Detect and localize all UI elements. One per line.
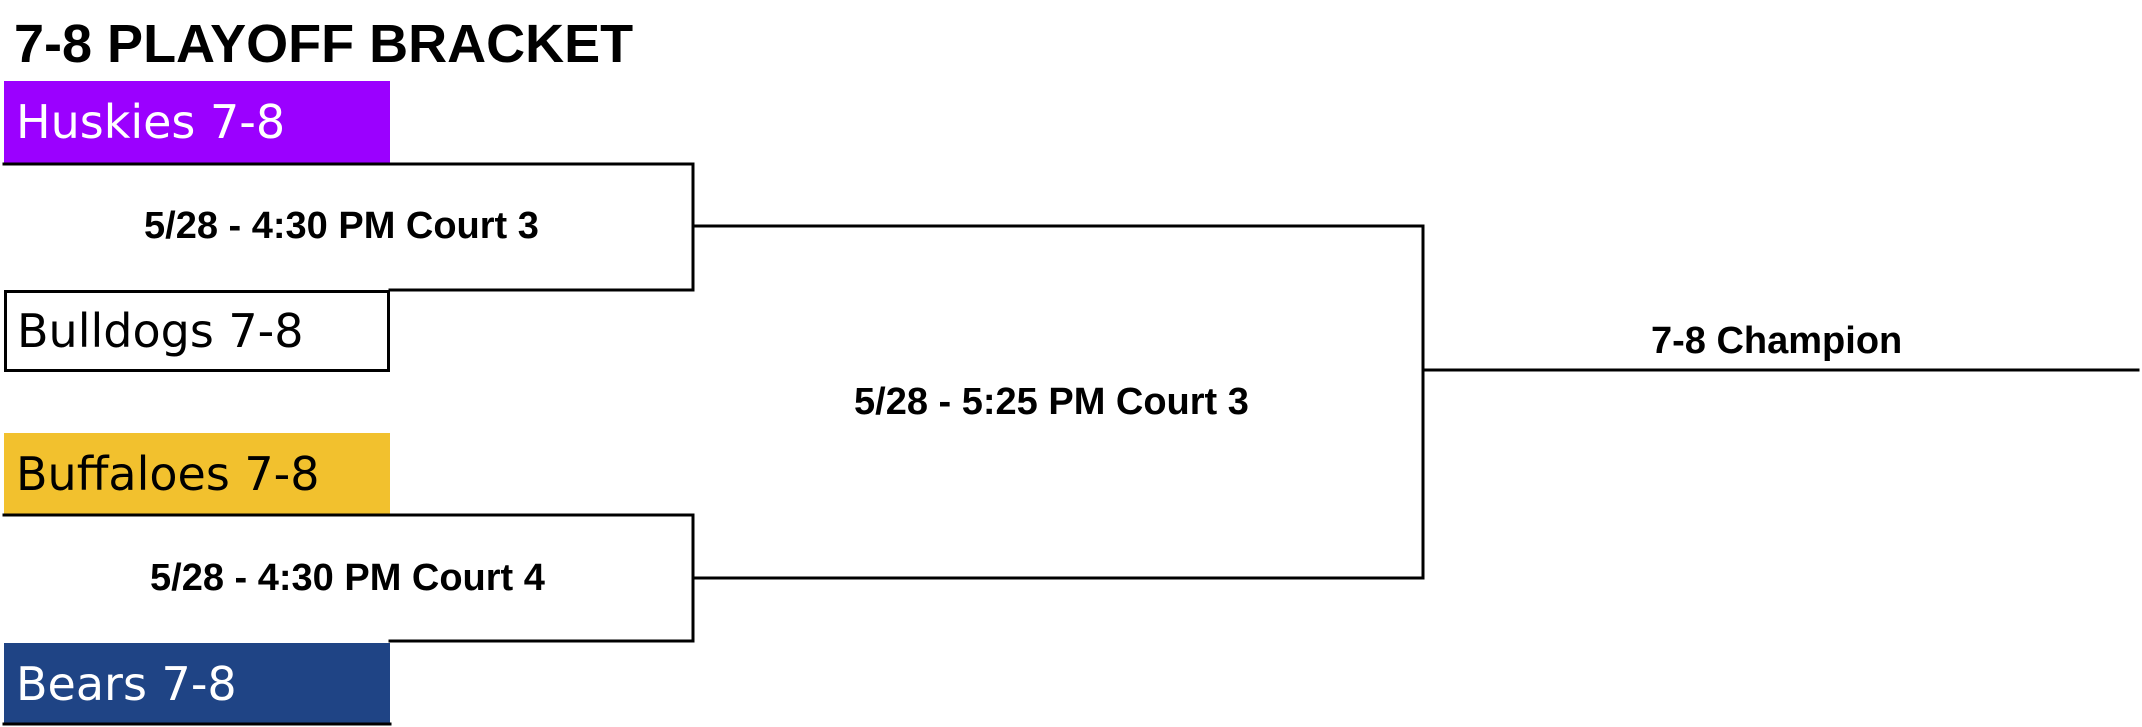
team-slot-bears: Bears 7-8: [4, 643, 390, 725]
game-3-label: 5/28 - 5:25 PM Court 3: [854, 381, 1249, 423]
game-2-label: 5/28 - 4:30 PM Court 4: [150, 557, 545, 599]
team-slot-huskies: Huskies 7-8: [4, 81, 390, 163]
bracket-title: 7-8 PLAYOFF BRACKET: [14, 14, 634, 74]
champion-label: 7-8 Champion: [1651, 320, 1903, 362]
game-1-label: 5/28 - 4:30 PM Court 3: [144, 205, 539, 247]
team-slot-bulldogs: Bulldogs 7-8: [4, 290, 390, 372]
team-slot-buffaloes: Buffaloes 7-8: [4, 433, 390, 515]
